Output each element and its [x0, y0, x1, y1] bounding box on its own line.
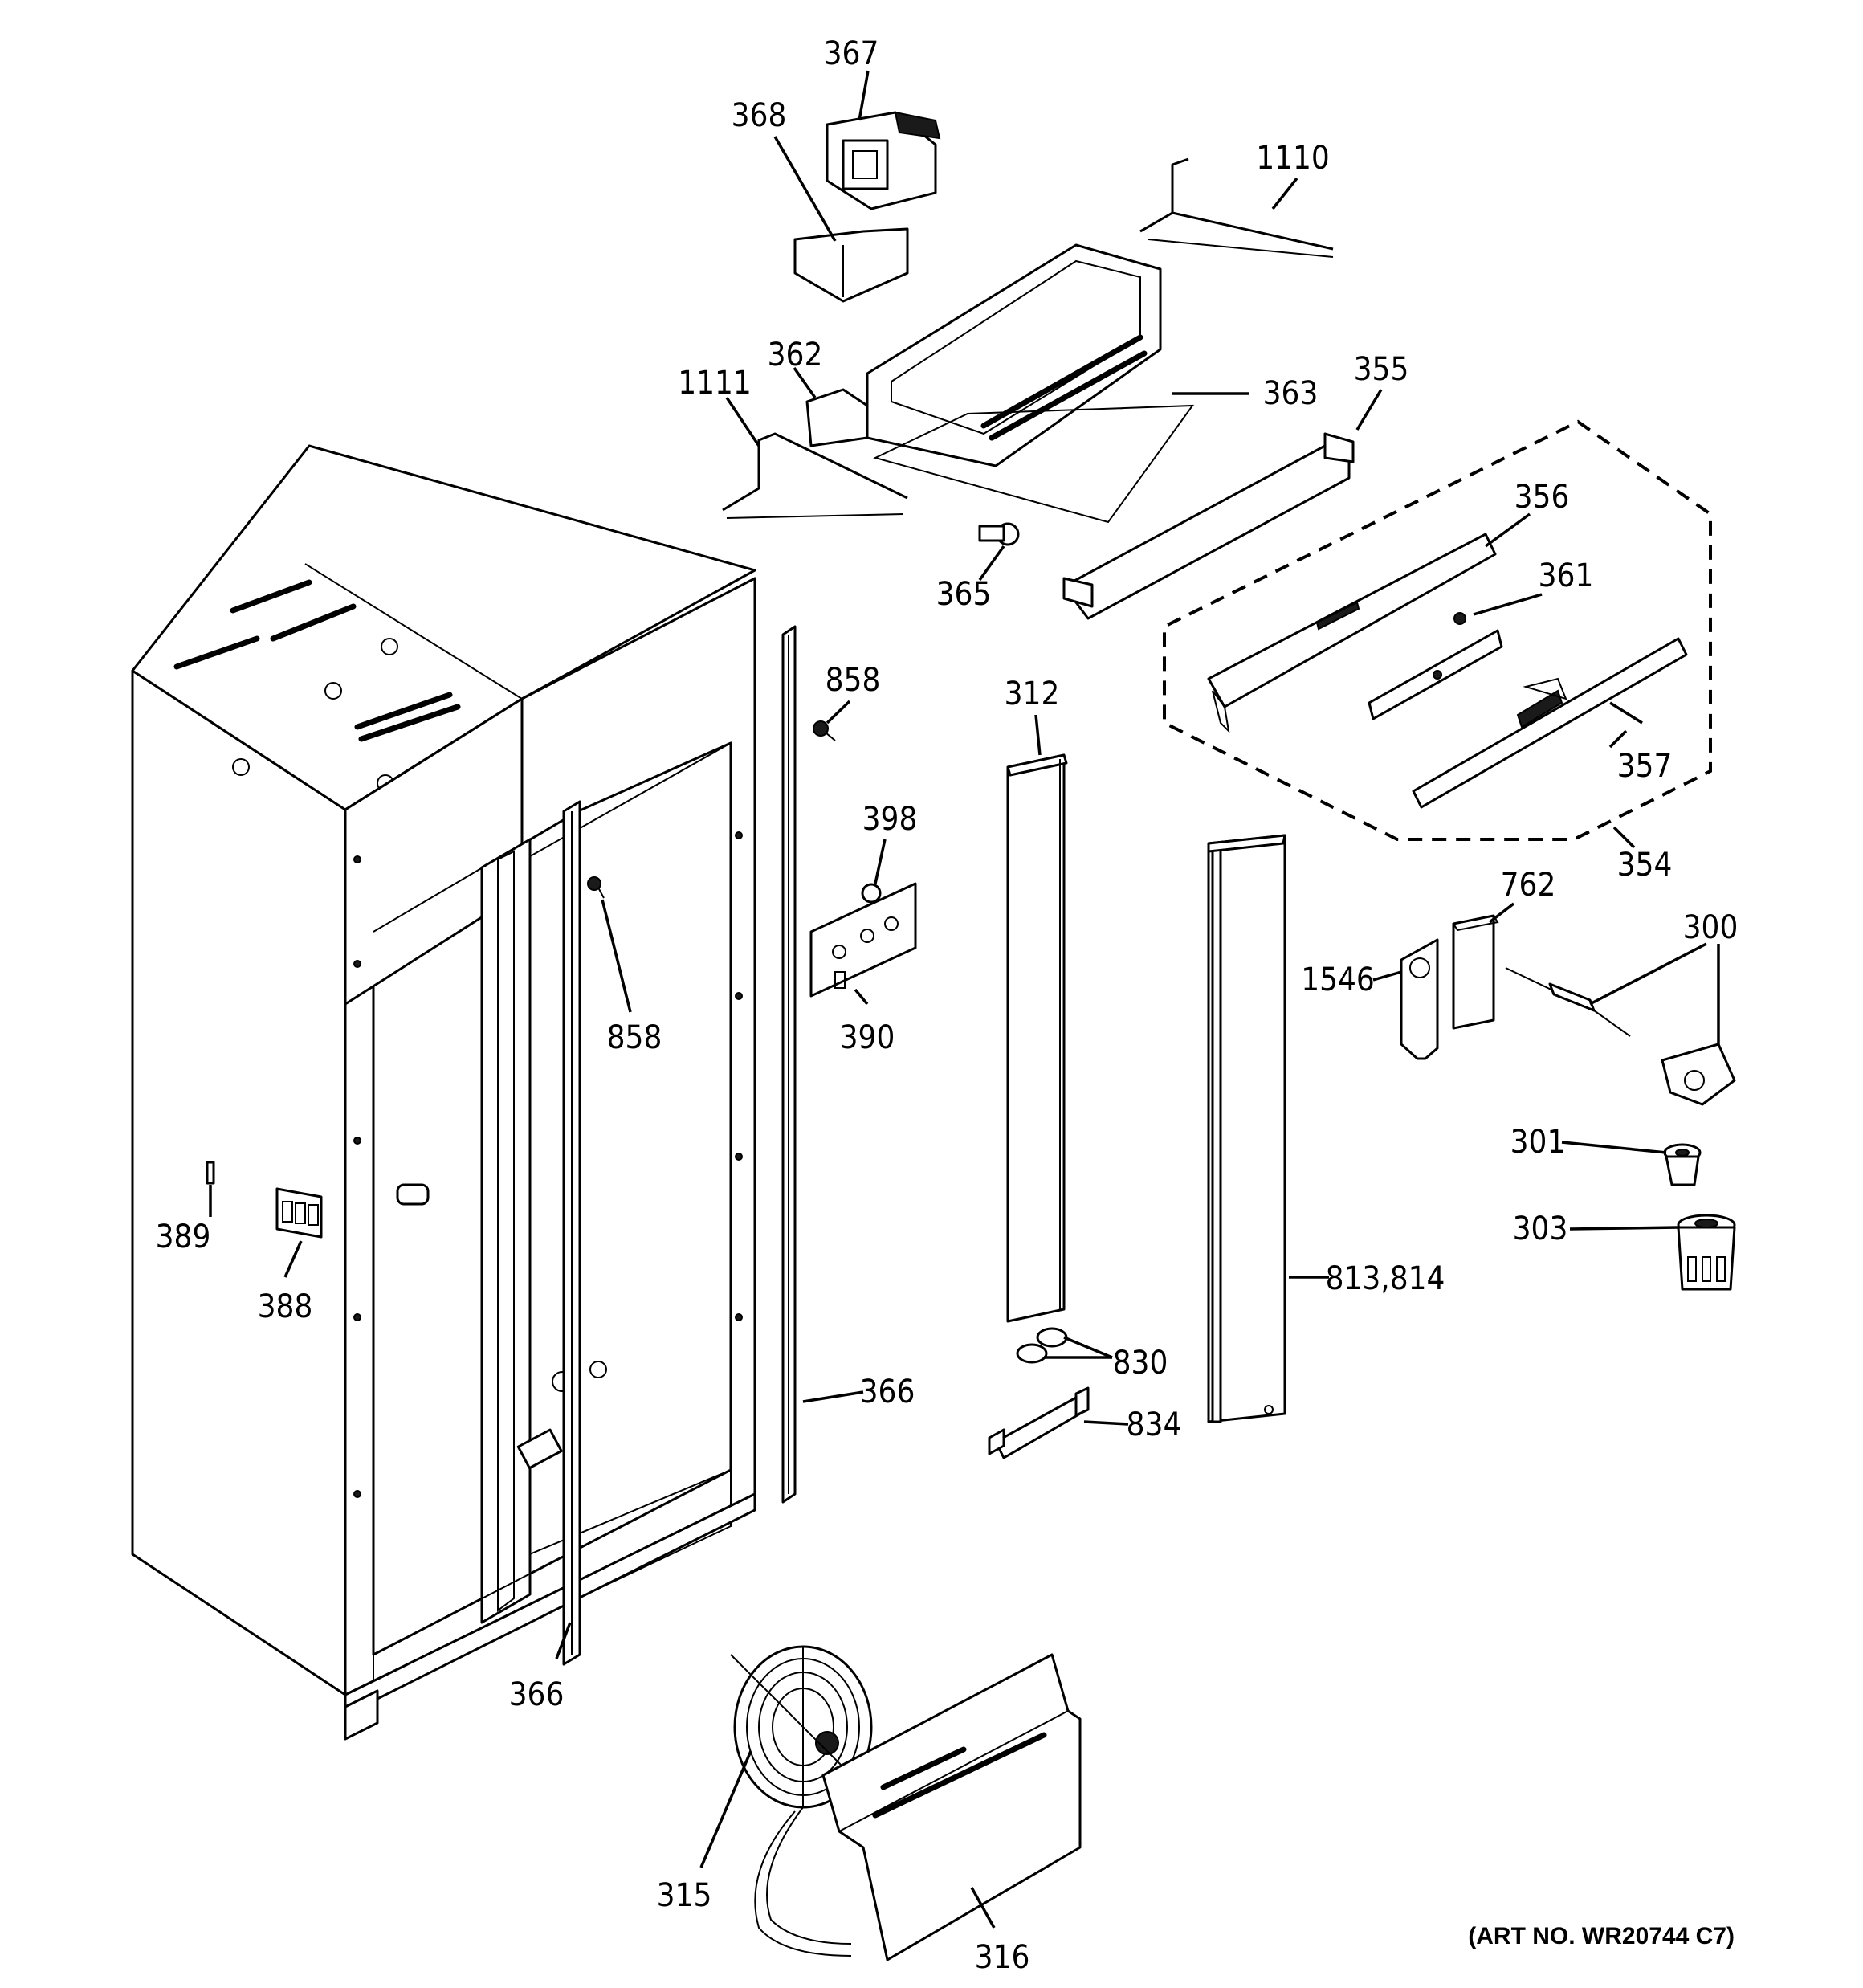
screw-361: [1453, 612, 1466, 625]
part-301: [1663, 1143, 1702, 1186]
part-367: [826, 111, 941, 210]
panel-316: [821, 1653, 1082, 1961]
callout-762: 762: [1501, 867, 1556, 904]
callout-354: 354: [1617, 847, 1673, 884]
rail-355: [1062, 432, 1355, 620]
callout-312: 312: [1005, 676, 1060, 712]
screw-858-lower: [587, 876, 605, 899]
callout-813-814: 813,814: [1326, 1260, 1445, 1297]
sensor-300: [1505, 967, 1736, 1106]
cap-398: [861, 883, 882, 904]
callout-366-left: 366: [509, 1676, 565, 1713]
part-303: [1677, 1214, 1736, 1291]
callout-301: 301: [1510, 1124, 1566, 1161]
art-number: (ART NO. WR20744 C7): [1468, 1923, 1735, 1949]
callout-368: 368: [732, 97, 787, 134]
bracket-1110: [1139, 157, 1334, 258]
panel-312: [1006, 753, 1068, 1323]
part-368: [793, 227, 909, 303]
gasket-363: [873, 404, 1195, 524]
callout-398: 398: [862, 801, 918, 838]
callout-357: 357: [1617, 748, 1673, 785]
cabinet: [131, 444, 756, 1741]
callout-858-upper: 858: [826, 662, 881, 699]
bracket-1111: [722, 432, 908, 519]
clip-365: [978, 522, 1020, 546]
housing-362: [805, 243, 1162, 467]
callout-355: 355: [1354, 351, 1409, 388]
callout-388: 388: [258, 1288, 313, 1325]
bracket-834: [988, 1386, 1090, 1459]
trim-strip-right: [781, 625, 797, 1504]
callout-315: 315: [657, 1877, 712, 1914]
callout-834: 834: [1127, 1406, 1182, 1443]
control-kit-354: [1163, 419, 1712, 841]
callout-363: 363: [1263, 375, 1319, 412]
part-388: [275, 1187, 323, 1239]
callout-389: 389: [156, 1219, 211, 1255]
block-762: [1452, 914, 1499, 1030]
callout-316: 316: [975, 1939, 1030, 1976]
callout-356: 356: [1514, 479, 1570, 516]
bracket-1546: [1400, 938, 1439, 1060]
callout-303: 303: [1513, 1210, 1568, 1247]
callout-830: 830: [1113, 1345, 1168, 1382]
trim-strip-left: [562, 800, 581, 1666]
control-panel-356: [1207, 533, 1497, 733]
screw-858-upper: [813, 720, 836, 741]
callout-366-right: 366: [860, 1374, 915, 1410]
overlay-357: [1412, 637, 1688, 809]
callout-390: 390: [840, 1019, 895, 1056]
door-panel-813-814: [1207, 834, 1286, 1423]
callout-labels: 367 368 1110 362 363 1111 355 365 356 36…: [156, 35, 1739, 1976]
callout-1111: 1111: [678, 365, 752, 402]
circuit-board: [1368, 629, 1503, 720]
callout-1546: 1546: [1301, 961, 1375, 998]
leader-lines: [209, 70, 1720, 1929]
callout-858-lower: 858: [607, 1019, 662, 1056]
hinge-plate-390: [809, 882, 917, 998]
callout-1110: 1110: [1256, 140, 1330, 177]
callout-361: 361: [1539, 557, 1594, 594]
part-389: [206, 1161, 215, 1185]
callout-367: 367: [824, 35, 879, 72]
callout-362: 362: [768, 337, 823, 374]
callout-300: 300: [1683, 909, 1739, 946]
callout-365: 365: [936, 576, 992, 613]
